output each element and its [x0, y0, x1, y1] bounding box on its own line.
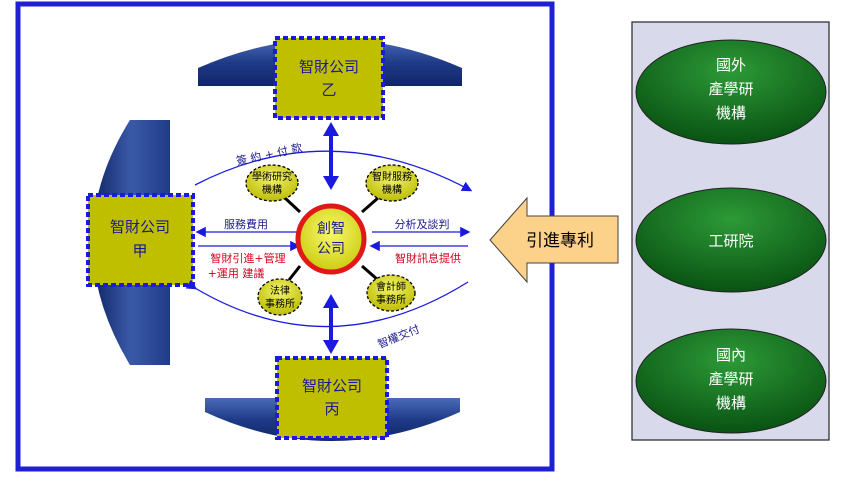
institution-domestic-line2: 產學研	[708, 370, 753, 388]
connector-academic	[283, 196, 302, 214]
institution-domestic-line3: 機構	[716, 394, 746, 412]
label-analysis: 分析及談判	[395, 217, 450, 231]
label-service-fee: 服務費用	[224, 217, 268, 231]
oval-law: 法律 事務所	[257, 278, 303, 316]
institution-foreign-line2: 產學研	[708, 80, 753, 98]
import-patent-label: 引進專利	[526, 231, 594, 251]
oval-ip-service-line2: 機構	[382, 183, 402, 196]
center-label-line2: 公司	[317, 241, 345, 257]
oval-academic-line2: 機構	[262, 183, 282, 196]
institution-itri: 工研院	[635, 187, 827, 293]
oval-ip-service-line1: 智財服務	[372, 170, 412, 183]
oval-ip-service: 智財服務 機構	[365, 164, 419, 202]
institution-domestic: 國內 產學研 機構	[635, 328, 827, 434]
oval-law-line2: 事務所	[265, 297, 295, 310]
company-top-label: 智財公司	[299, 58, 359, 76]
bottom-double-arrow	[323, 294, 339, 354]
oval-academic-line1: 學術研究	[252, 170, 292, 183]
oval-academic: 學術研究 機構	[245, 164, 299, 202]
label-ip-intro: 智財引進+管理	[210, 251, 285, 265]
oval-law-line1: 法律	[270, 284, 290, 297]
company-bottom-sublabel: 丙	[324, 400, 339, 418]
connector-accounting	[361, 264, 379, 282]
connector-law	[287, 265, 302, 281]
top-double-arrow	[323, 122, 339, 190]
institution-foreign-line3: 機構	[716, 104, 746, 122]
institution-itri-label: 工研院	[708, 232, 753, 250]
company-top-box: 智財公司 乙	[273, 36, 385, 120]
center-company: 創智 公司	[295, 203, 367, 275]
connector-ip-service	[361, 196, 379, 214]
import-patent-arrow: 引進專利	[489, 196, 619, 284]
company-bottom-label: 智財公司	[302, 377, 362, 395]
label-usage-advice: +運用 建議	[208, 266, 265, 280]
label-ip-info: 智財訊息提供	[395, 251, 461, 265]
company-left-box: 智財公司 甲	[86, 193, 195, 287]
company-bottom-box: 智財公司 丙	[275, 356, 389, 440]
institution-foreign: 國外 產學研 機構	[635, 39, 827, 145]
oval-accounting: 會計師 事務所	[366, 274, 416, 312]
company-left-label: 智財公司	[110, 218, 170, 236]
center-label-line1: 創智	[317, 221, 345, 237]
company-top-sublabel: 乙	[321, 81, 336, 99]
oval-accounting-line1: 會計師	[376, 280, 406, 293]
institution-domestic-line1: 國內	[716, 346, 746, 364]
company-left-sublabel: 甲	[132, 242, 147, 260]
oval-accounting-line2: 事務所	[376, 293, 406, 306]
institution-foreign-line1: 國外	[716, 56, 746, 74]
